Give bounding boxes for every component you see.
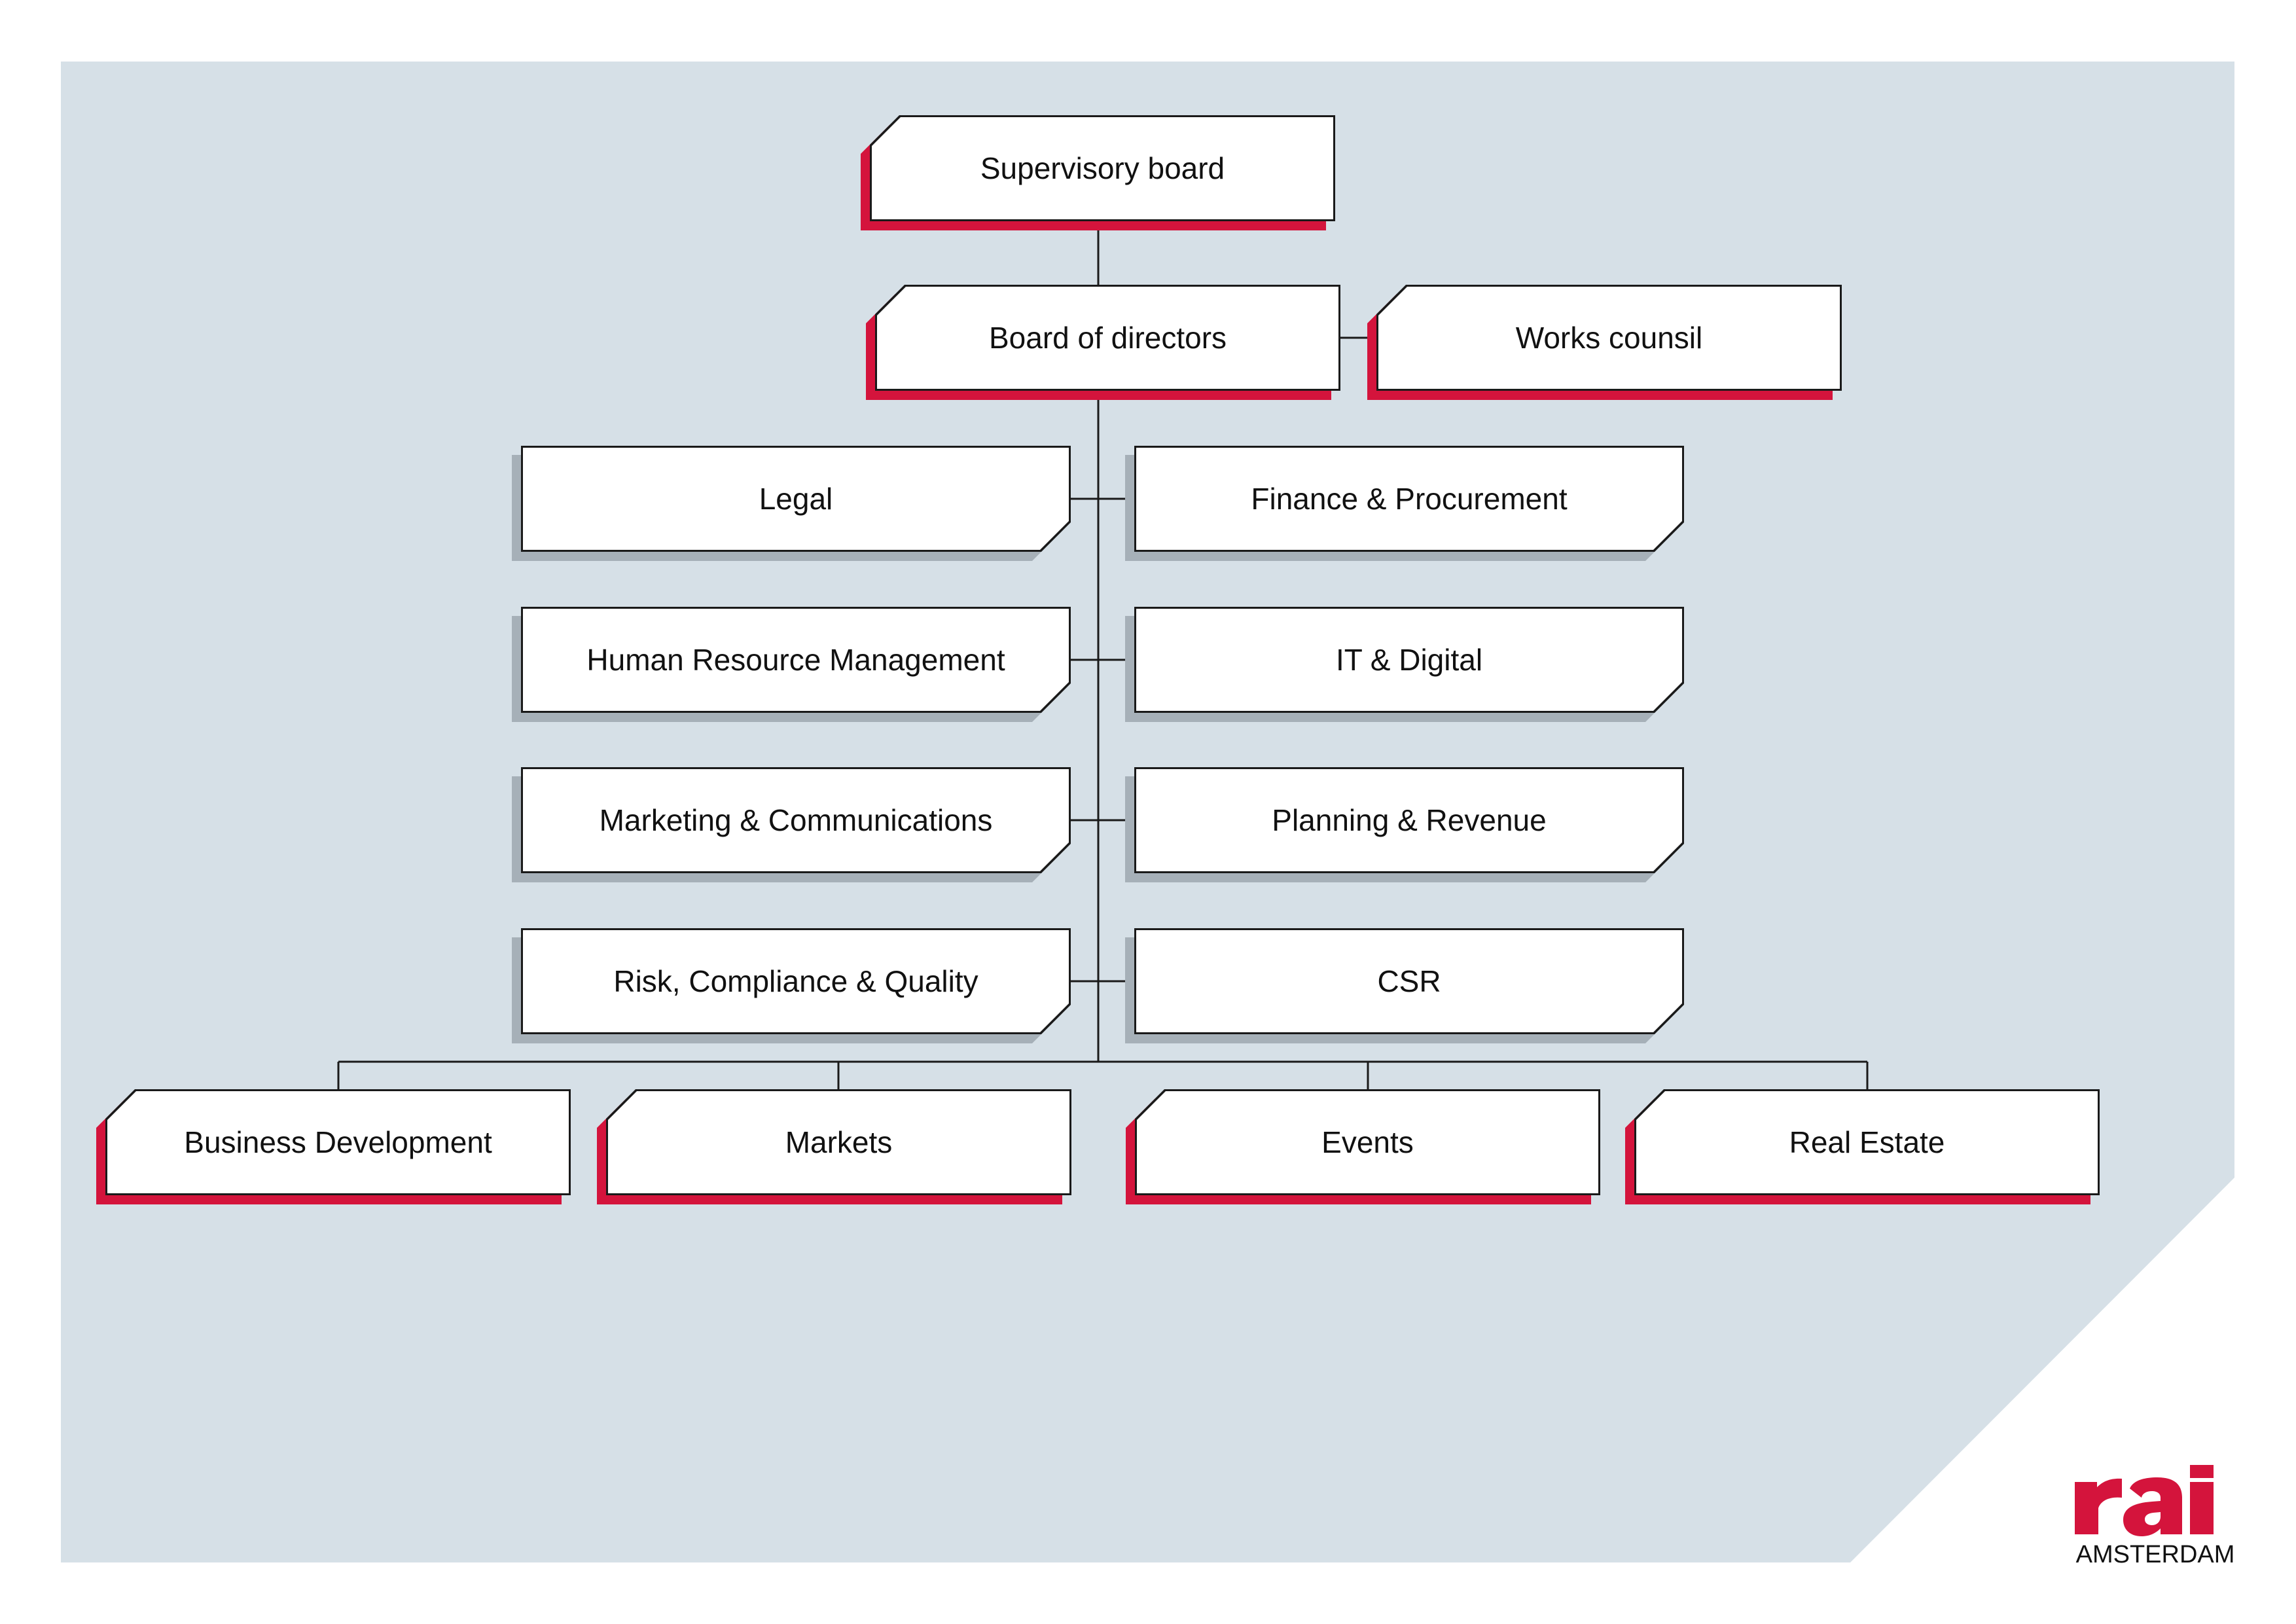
board-of-directors-label: Board of directors	[988, 321, 1227, 355]
real-estate-label: Real Estate	[1789, 1125, 1945, 1159]
markets-label: Markets	[785, 1125, 893, 1159]
marketing-communications-label: Marketing & Communications	[599, 803, 993, 837]
node-marketing-communications: Marketing & Communications	[521, 767, 1071, 873]
node-legal: Legal	[521, 446, 1071, 552]
finance-procurement-label: Finance & Procurement	[1251, 482, 1568, 516]
node-supervisory-board: Supervisory board	[861, 115, 1335, 230]
legal-label: Legal	[759, 482, 833, 516]
node-risk-compliance-quality: Risk, Compliance & Quality	[521, 928, 1071, 1034]
node-events: Events	[1126, 1089, 1600, 1204]
events-label: Events	[1321, 1125, 1414, 1159]
it-digital-label: IT & Digital	[1335, 643, 1483, 677]
rai-amsterdam-logo: AMSTERDAM	[2073, 1465, 2237, 1570]
node-it-digital: IT & Digital	[1134, 607, 1684, 713]
node-csr: CSR	[1134, 928, 1684, 1034]
human-resource-management-label: Human Resource Management	[586, 643, 1005, 677]
rai-logo-mark	[2075, 1465, 2214, 1536]
csr-label: CSR	[1377, 964, 1441, 998]
node-human-resource-management: Human Resource Management	[521, 607, 1071, 713]
planning-revenue-label: Planning & Revenue	[1272, 803, 1547, 837]
works-council-label: Works counsil	[1515, 321, 1703, 355]
risk-compliance-quality-label: Risk, Compliance & Quality	[613, 964, 978, 998]
supervisory-board-label: Supervisory board	[980, 151, 1225, 185]
logo-text: AMSTERDAM	[2075, 1541, 2235, 1568]
node-real-estate: Real Estate	[1625, 1089, 2100, 1204]
node-planning-revenue: Planning & Revenue	[1134, 767, 1684, 873]
node-works-council: Works counsil	[1367, 285, 1842, 400]
node-markets: Markets	[597, 1089, 1071, 1204]
node-business-development: Business Development	[96, 1089, 571, 1204]
business-development-label: Business Development	[184, 1125, 492, 1159]
node-finance-procurement: Finance & Procurement	[1134, 446, 1684, 552]
node-board-of-directors: Board of directors	[866, 285, 1340, 400]
